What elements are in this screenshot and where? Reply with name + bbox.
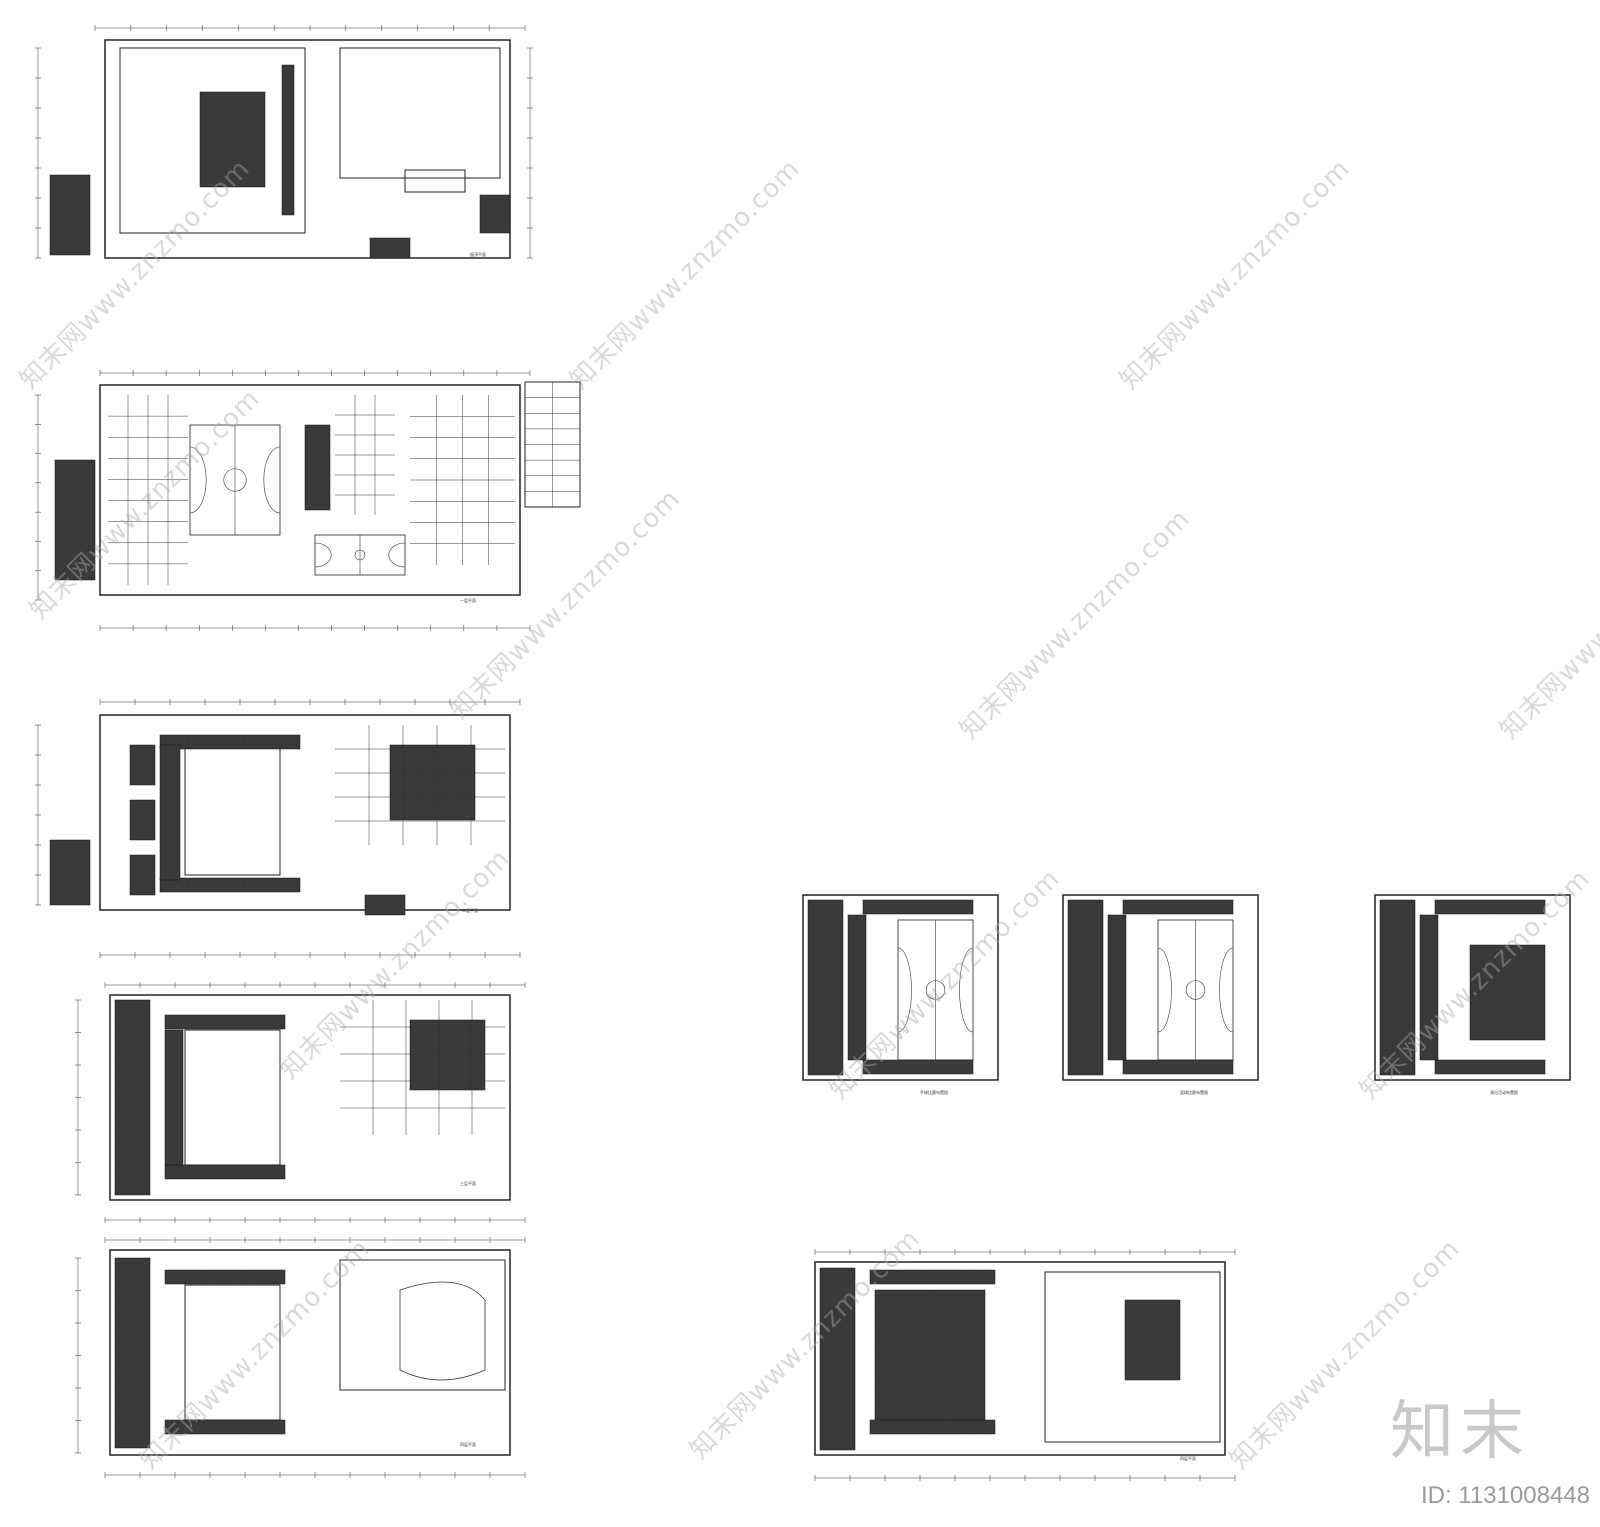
tf-stand-south [164, 1164, 286, 1180]
image-id-label: ID: 1131008448 [1420, 1482, 1590, 1509]
roof-stairs [369, 237, 411, 259]
sf-outline [99, 714, 511, 911]
ff-annex [524, 381, 581, 508]
tf-arena-floor [184, 1029, 281, 1166]
variant-handball-title: 手球比赛布置图 [920, 1090, 948, 1095]
fourth-floor-alt-title: 四层平面 [1180, 1456, 1196, 1461]
ff-training-court-center-circle [354, 549, 366, 561]
ff-gym-court-center-circle [223, 468, 247, 492]
fourth-theater-block [339, 1259, 506, 1391]
roof-theater-block [339, 47, 501, 179]
sf-box-3 [129, 854, 156, 896]
tf-outline [109, 994, 511, 1201]
third-floor-plan-title: 三层平面 [460, 1181, 476, 1186]
fourth-alt-stand-north [869, 1269, 996, 1285]
ff-gym-court-key-left [189, 446, 207, 514]
fourth-alt-outline [814, 1261, 1226, 1456]
fourth-outline [109, 1249, 511, 1456]
sf-box-1 [129, 744, 156, 786]
brand-logo: 知末 [1390, 1395, 1530, 1469]
sf-box-2 [129, 799, 156, 841]
fourth-alt-stand-south [869, 1419, 996, 1435]
variant-event-title: 演出活动布置图 [1490, 1090, 1518, 1095]
variant-basketball-outline [1062, 894, 1259, 1081]
fourth-alt-theater-block [1044, 1271, 1221, 1443]
roof-outline [104, 39, 511, 259]
roof-stage-box [404, 169, 466, 193]
variant-basketball-court-center-circle [1185, 980, 1206, 1000]
tf-stand-north [164, 1014, 286, 1030]
ff-training-court-key-right [388, 542, 406, 568]
variant-handball-court-center-circle [925, 980, 946, 1000]
variant-basketball-title: 篮球比赛布置图 [1180, 1090, 1208, 1095]
roof-plan-title: 屋顶平面 [470, 252, 486, 257]
ff-gym-court-key-right [263, 446, 281, 514]
variant-basketball-court-key-right [1219, 947, 1234, 1033]
roof-rooftop-equipment [199, 91, 266, 188]
fourth-floor-plan-title: 四层平面 [460, 1442, 476, 1447]
tf-theater-balcony [409, 1019, 486, 1091]
variant-handball-court-key-right [959, 947, 974, 1033]
ff-training-court-key-left [314, 542, 332, 568]
variant-event-outline [1374, 894, 1571, 1081]
variant-handball-outline [802, 894, 999, 1081]
roof-hall-block [119, 47, 306, 234]
sf-stairs [364, 894, 406, 916]
ff-outline [99, 384, 521, 596]
second-floor-plan-title: 二层平面 [462, 908, 478, 913]
first-floor-plan-title: 一层平面 [460, 598, 476, 603]
fourth-theater-hall [399, 1281, 486, 1381]
variant-handball-court-key-left [897, 947, 912, 1033]
fourth-stand-south [164, 1419, 286, 1435]
variant-basketball-court-key-left [1157, 947, 1172, 1033]
fourth-stand-north [164, 1269, 286, 1285]
sf-arena-floor [184, 744, 281, 876]
